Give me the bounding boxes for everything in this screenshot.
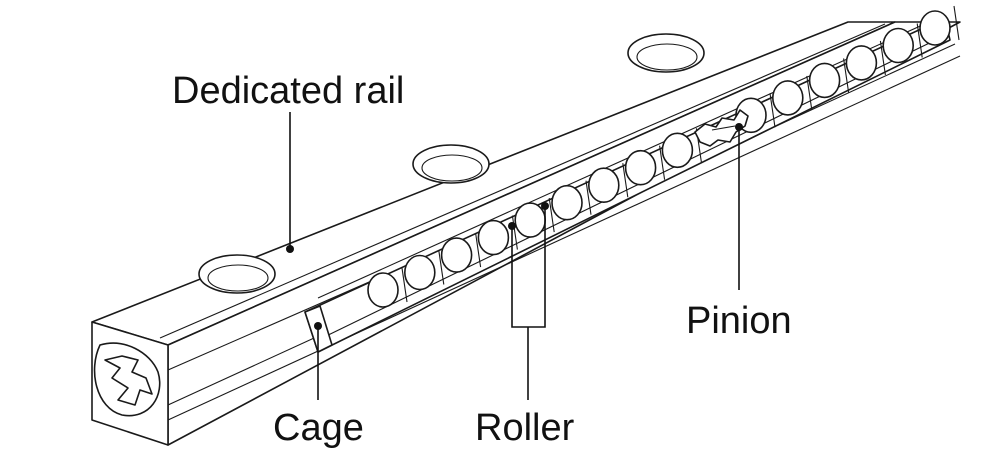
mounting-hole-3	[627, 33, 705, 73]
roller-3	[440, 237, 473, 273]
cage-separator-1	[401, 267, 408, 303]
cage-separator-7	[622, 163, 629, 198]
mounting-holes	[198, 33, 705, 294]
roller-15	[882, 27, 915, 64]
cage-separator-5	[548, 198, 555, 233]
roller-2	[403, 254, 436, 291]
label-cage: Cage	[273, 407, 364, 449]
cage-separator-3	[475, 233, 482, 268]
cage-separator-4	[511, 215, 518, 250]
pinion-gear	[694, 109, 749, 147]
cage-separator-15	[916, 23, 923, 58]
rollers	[367, 5, 960, 308]
roller-13	[808, 62, 841, 99]
cage-separator-6	[585, 180, 592, 215]
roller-9	[661, 132, 694, 169]
roller-4	[477, 219, 510, 256]
mounting-hole-2	[412, 144, 490, 184]
cage-separator-2	[438, 250, 445, 285]
cage-line-bottom	[317, 33, 949, 341]
roller-12	[771, 80, 804, 116]
cage-separator-14	[879, 40, 886, 75]
rail-side-line-3	[167, 55, 961, 421]
mounting-hole-3-inner	[636, 43, 698, 71]
roller-14	[845, 45, 878, 81]
mounting-hole-1-inner	[207, 264, 269, 292]
rail-top-edge-line	[159, 23, 886, 339]
cage-separator-16	[953, 5, 960, 41]
roller-1	[367, 272, 399, 308]
dot-roller-2	[541, 202, 549, 210]
rail-end-profile	[93, 342, 161, 417]
cage-separator-8	[659, 145, 666, 180]
dot-cage	[314, 322, 322, 330]
label-roller: Roller	[475, 407, 575, 449]
dot-roller-1	[508, 222, 516, 230]
roller-7	[587, 167, 620, 203]
roller-6	[551, 184, 583, 221]
roller-5	[514, 202, 547, 238]
pinion-tooth-line	[711, 125, 736, 131]
dot-dedicated-rail	[286, 245, 294, 253]
rail-end-cross	[104, 355, 153, 406]
mounting-hole-1	[198, 254, 276, 294]
cage-separator-13	[843, 58, 850, 93]
label-pinion: Pinion	[686, 300, 792, 342]
cage-separator-12	[806, 75, 813, 110]
cage-separator-11	[769, 93, 776, 128]
dot-pinion	[735, 123, 743, 131]
leader-lines	[286, 112, 743, 400]
roller-16	[919, 10, 951, 46]
roller-8	[624, 149, 657, 186]
mounting-hole-2-inner	[421, 154, 483, 182]
label-dedicated-rail: Dedicated rail	[172, 70, 404, 112]
